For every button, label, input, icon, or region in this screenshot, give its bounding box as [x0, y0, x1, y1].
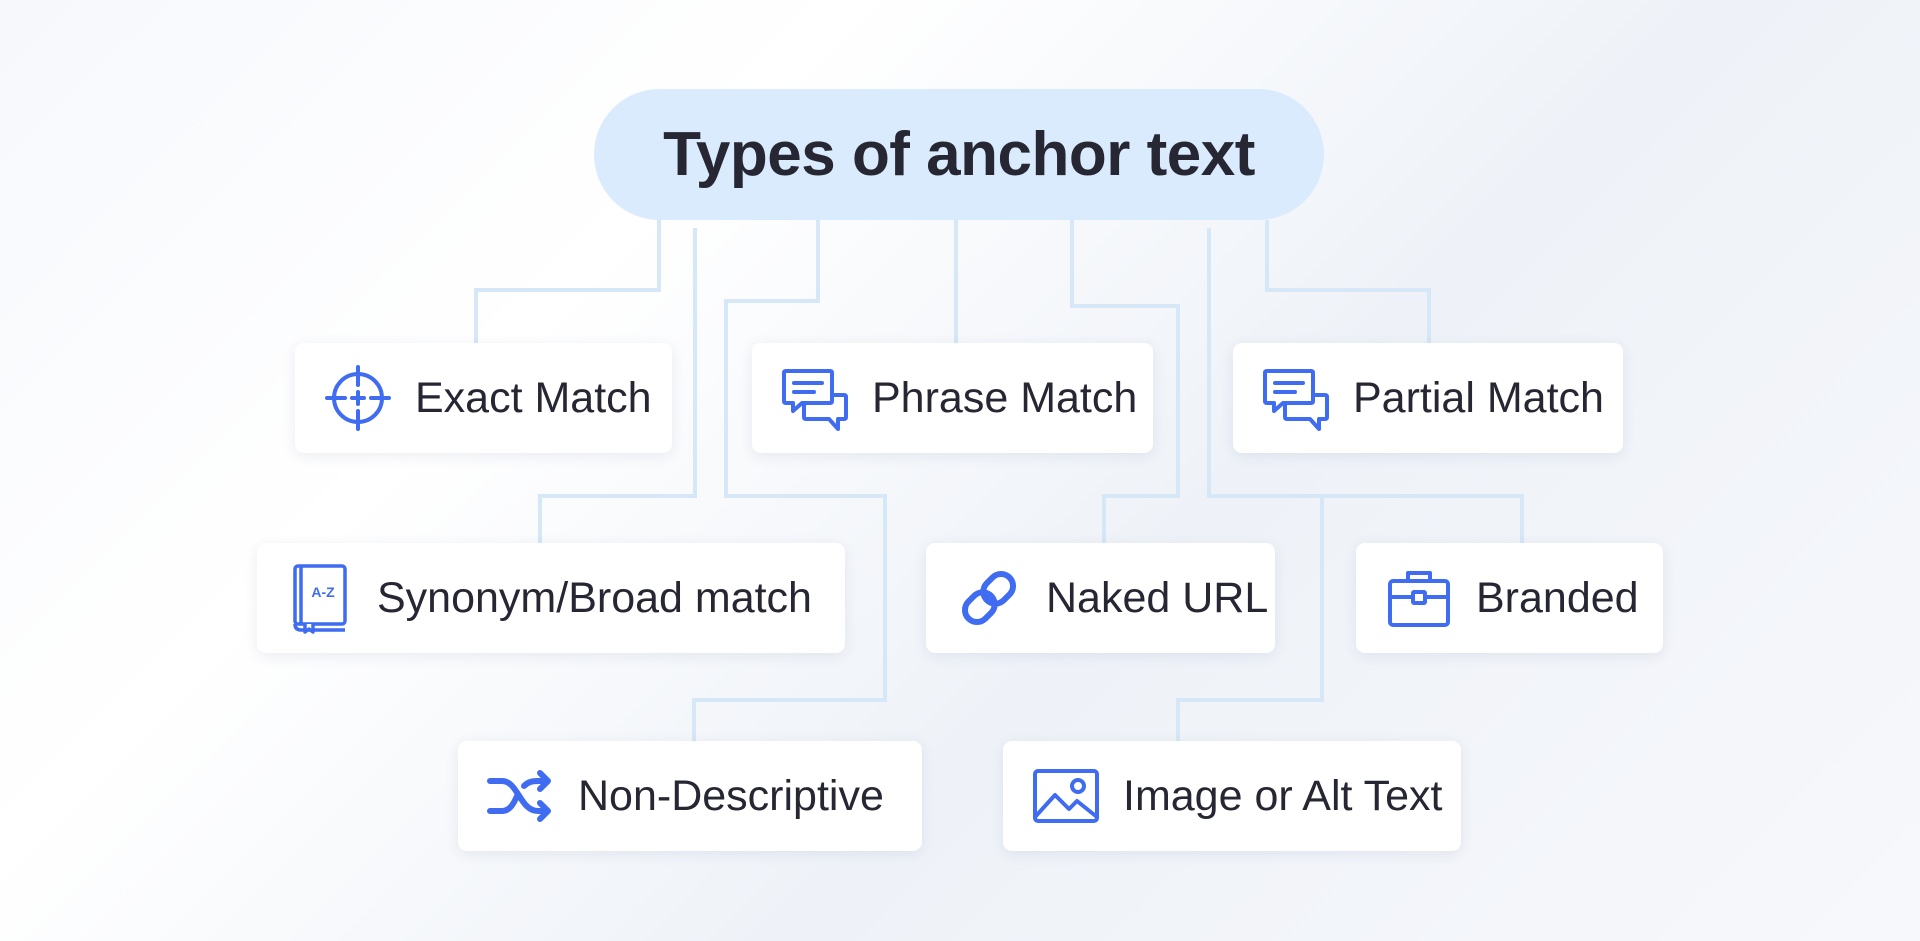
card-image-alt-text: Image or Alt Text: [1003, 741, 1461, 851]
card-label: Exact Match: [415, 373, 652, 422]
card-label: Naked URL: [1046, 573, 1269, 622]
card-label: Partial Match: [1353, 373, 1604, 422]
card-label: Branded: [1476, 573, 1639, 622]
card-exact-match: Exact Match: [295, 343, 672, 453]
card-branded: Branded: [1356, 543, 1663, 653]
card-label: Non-Descriptive: [578, 771, 884, 820]
card-naked-url: Naked URL: [926, 543, 1275, 653]
card-phrase-match: Phrase Match: [752, 343, 1153, 453]
dictionary-book-icon: A-Z: [285, 563, 355, 634]
shuffle-icon: [486, 761, 556, 831]
book-icon-text: A-Z: [311, 584, 335, 600]
connector-exact-match: [474, 220, 661, 343]
connector-non-descriptive: [692, 220, 887, 741]
card-label: Image or Alt Text: [1123, 771, 1443, 820]
card-synonym-broad-match: A-Z Synonym/Broad match: [257, 543, 845, 653]
image-icon: [1031, 761, 1101, 831]
card-label: Synonym/Broad match: [377, 573, 812, 622]
briefcase-icon: [1384, 563, 1454, 633]
connector-branded: [1322, 494, 1524, 543]
card-partial-match: Partial Match: [1233, 343, 1623, 453]
connector-synonym: [538, 228, 697, 543]
connector-naked-url: [1070, 220, 1180, 543]
card-label: Phrase Match: [872, 373, 1138, 422]
diagram-title: Types of anchor text: [594, 89, 1324, 220]
crosshair-icon: [323, 363, 393, 433]
chat-bubbles-icon: [780, 363, 850, 433]
chat-bubbles-icon: [1261, 363, 1331, 433]
card-non-descriptive: Non-Descriptive: [458, 741, 922, 851]
connector-image-alt: [1176, 228, 1324, 741]
connector-partial-match: [1265, 220, 1431, 343]
link-icon: [954, 563, 1024, 633]
